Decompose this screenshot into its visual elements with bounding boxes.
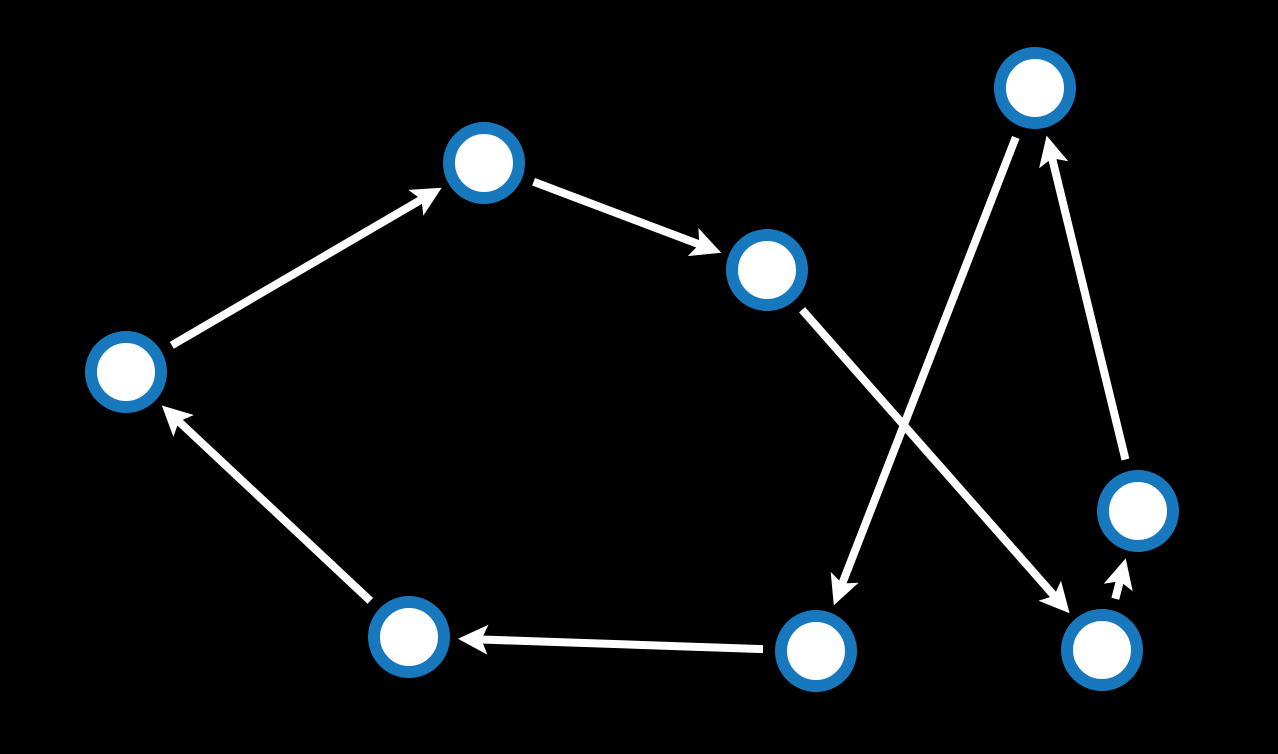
graph-node-bottom-middle [775,610,857,692]
edge-line [1111,580,1124,600]
arrowhead-icon [161,405,194,437]
graph-node-left [85,331,167,413]
graph-node-middle [726,229,808,311]
edge-left-to-upper-left [169,187,442,349]
edge-line [1048,157,1130,461]
graph-node-upper-left [443,122,525,204]
edge-middle-to-bottom-right [799,307,1070,614]
edge-bottom-right-to-right [1103,558,1133,600]
edge-bottom-middle-to-bottom-left [458,624,764,655]
edge-line [532,178,701,249]
arrowhead-icon [408,187,442,216]
edge-upper-left-to-middle [532,178,722,257]
arrowhead-icon [1103,558,1133,592]
arrowhead-icon [1038,580,1070,614]
edge-line [481,635,764,654]
edge-line [838,135,1020,585]
edge-right-to-top-right [1039,135,1130,461]
arrowhead-icon [1039,135,1069,169]
edge-top-right-to-bottom-middle [830,135,1020,606]
edge-line [169,196,424,349]
edge-line [799,307,1058,599]
arrowhead-icon [687,228,722,257]
graph-node-bottom-right [1061,609,1143,691]
edge-line [176,418,374,604]
arrowhead-icon [830,571,859,606]
edge-bottom-left-to-left [161,405,374,604]
graph-node-bottom-left [368,596,450,678]
arrowhead-icon [458,624,489,655]
graph-node-top-right [994,47,1076,129]
graph-node-right [1097,470,1179,552]
